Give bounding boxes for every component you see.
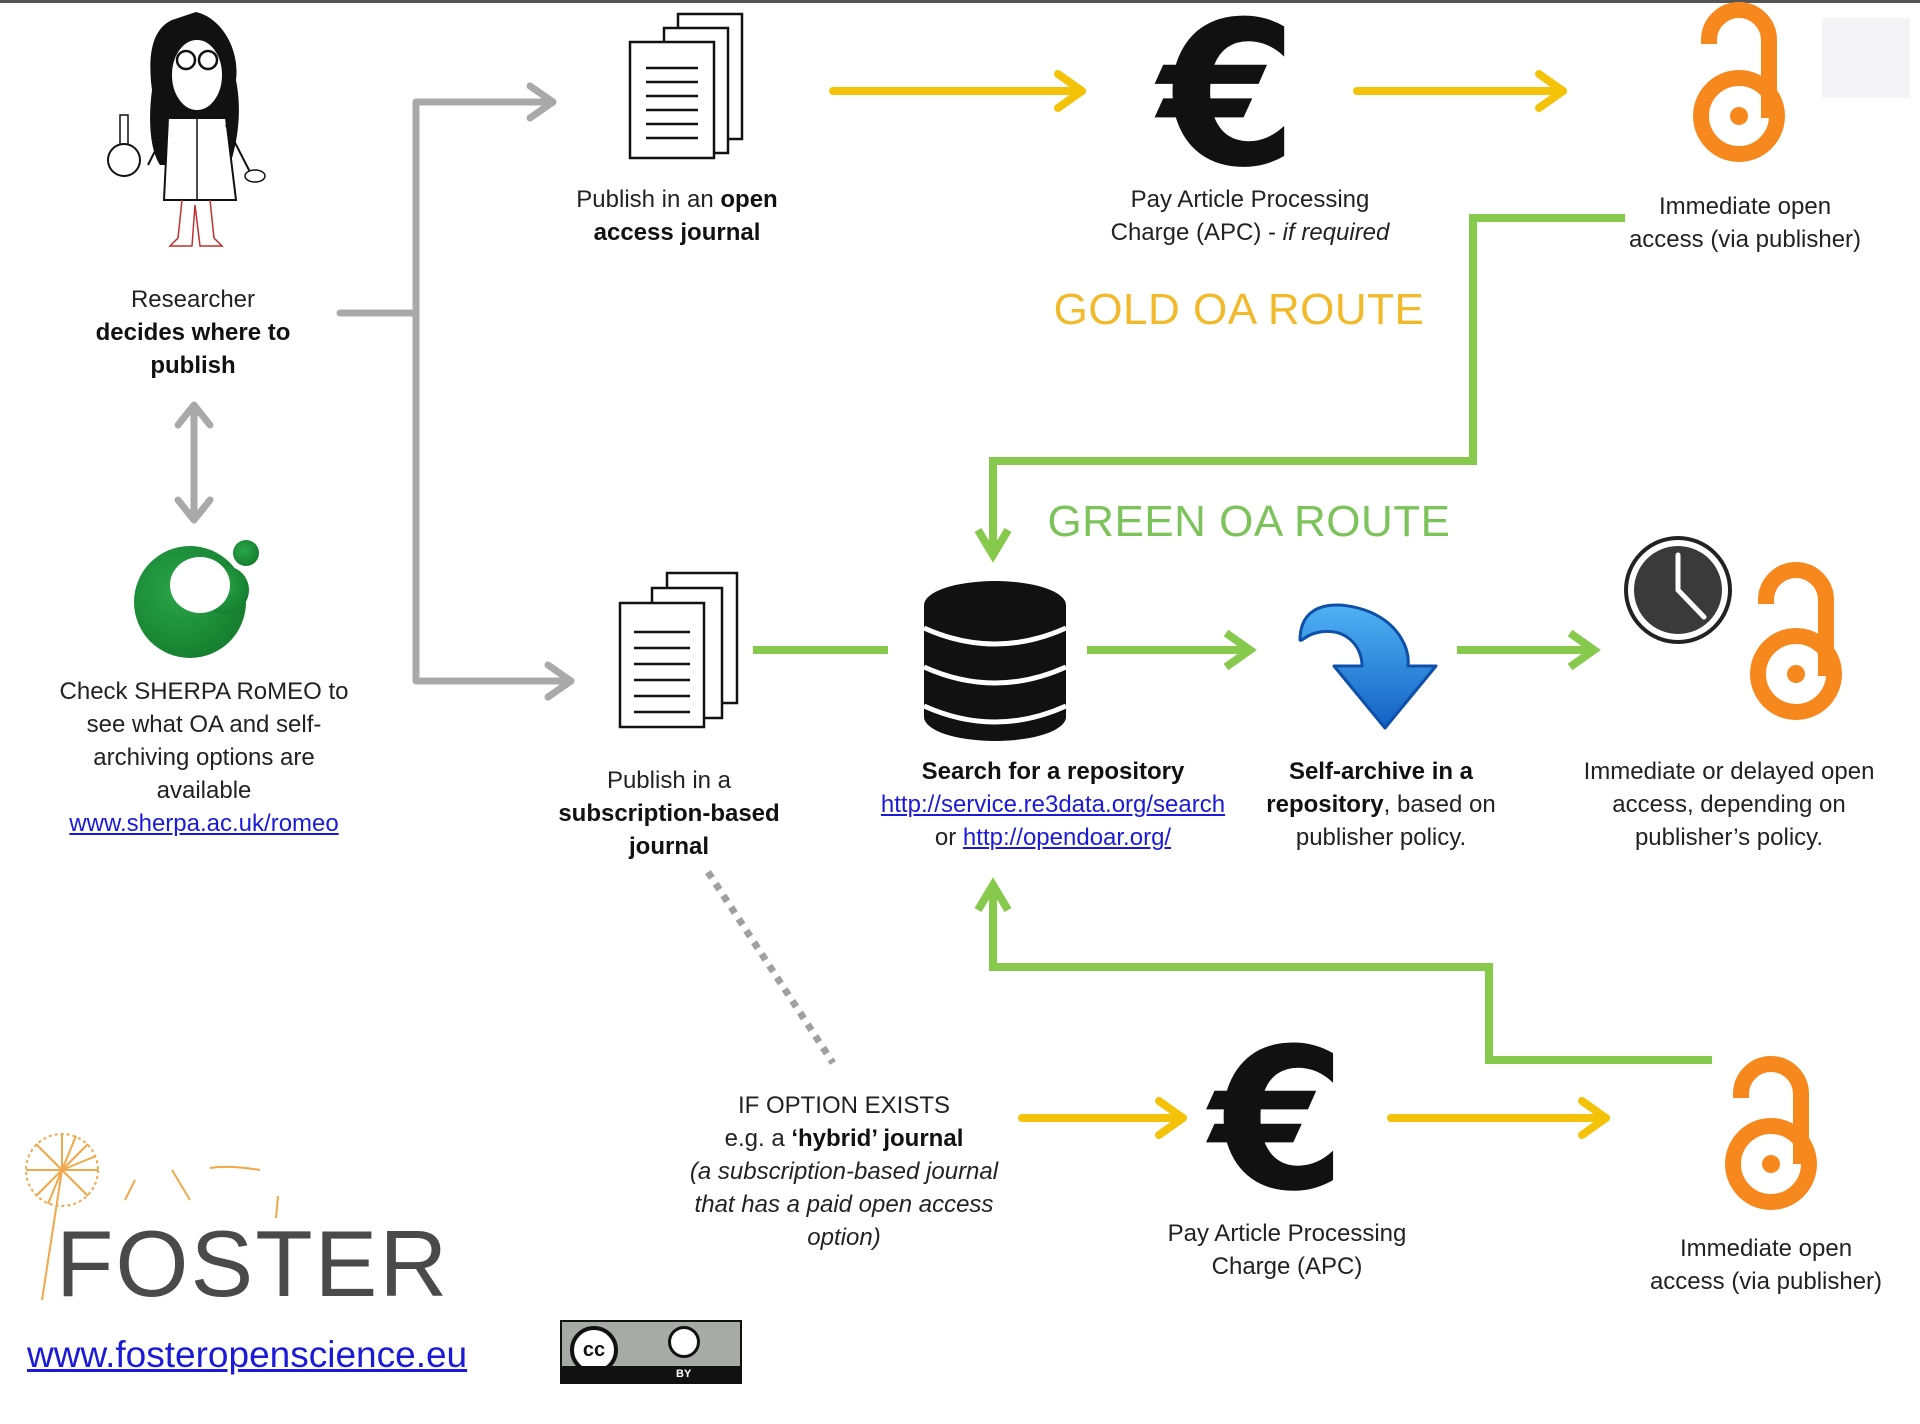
hybrid-line2-plain: e.g. a <box>724 1125 792 1152</box>
repository-or: or <box>934 824 963 851</box>
document-stack-icon-bottom <box>618 571 739 729</box>
green-result-line2: access, depending on <box>1612 791 1846 818</box>
hybrid-line4: that has a paid open access <box>694 1191 994 1218</box>
oa-journal-prefix: Publish in an <box>576 186 721 213</box>
top-border <box>0 0 1920 3</box>
apc-top-if-required: if required <box>1282 219 1390 246</box>
researcher-line1: Researcher <box>130 286 256 313</box>
sherpa-line2: see what OA and self- <box>86 711 322 738</box>
apc-label-bottom: Pay Article Processing Charge (APC) <box>1168 1217 1407 1283</box>
green-result-line1: Immediate or delayed open <box>1583 758 1875 785</box>
sherpa-romeo-logo <box>134 540 259 658</box>
apc-top-line2: Charge (APC) - <box>1110 219 1283 246</box>
gold-result-line1: Immediate open <box>1658 193 1832 220</box>
green-route-title: GREEN OA ROUTE <box>1047 497 1451 546</box>
euro-icon-bottom: € <box>1206 1007 1346 1235</box>
document-stack-icon-top <box>628 12 744 160</box>
curved-down-arrow-icon <box>1298 603 1438 730</box>
sherpa-line3: archiving options are <box>93 744 315 771</box>
gold-arrow <box>829 70 1610 1139</box>
open-access-lock-icon-bottom <box>1725 1056 1817 1210</box>
corner-placeholder-box <box>1822 18 1910 98</box>
foster-dandelion-icon <box>25 1133 279 1301</box>
hybrid-line2-bold: ‘hybrid’ journal <box>791 1125 964 1152</box>
apc-label-top: Pay Article Processing Charge (APC) - if… <box>1111 183 1390 249</box>
license-band <box>562 1366 740 1382</box>
subscription-line3: journal <box>628 833 709 860</box>
self-archive-bold2: repository <box>1266 791 1384 818</box>
dotted-connector <box>705 870 836 1065</box>
self-archive-label: Self-archive in a repository, based on p… <box>1266 755 1495 854</box>
repository-label: Search for a repository http://service.r… <box>881 755 1225 854</box>
apc-top-line1: Pay Article Processing <box>1130 186 1370 213</box>
cc-by-license-badge[interactable]: cc BY <box>560 1320 742 1384</box>
gold-result-label: Immediate open access (via publisher) <box>1629 190 1861 256</box>
sherpa-line1: Check SHERPA RoMEO to <box>59 678 349 705</box>
euro-icon-top: € <box>1154 0 1297 212</box>
repository-title: Search for a repository <box>921 758 1185 785</box>
researcher-line3: publish <box>150 352 236 379</box>
opendoar-link[interactable]: http://opendoar.org/ <box>962 824 1172 851</box>
green-result-label: Immediate or delayed open access, depend… <box>1584 755 1875 854</box>
sherpa-romeo-link[interactable]: www.sherpa.ac.uk/romeo <box>69 810 339 837</box>
self-archive-rest2: , based on <box>1383 791 1496 818</box>
self-archive-line3: publisher policy. <box>1295 824 1467 851</box>
attribution-person-icon <box>668 1326 700 1358</box>
subscription-journal-label: Publish in a subscription-based journal <box>558 764 779 863</box>
open-access-lock-icon-top <box>1693 2 1785 162</box>
subscription-line2: subscription-based <box>558 800 780 827</box>
researcher-figure-icon <box>107 12 266 247</box>
hybrid-line3: (a subscription-based journal <box>689 1158 999 1185</box>
apc-bottom-line1: Pay Article Processing <box>1167 1220 1407 1247</box>
re3data-link[interactable]: http://service.re3data.org/search <box>880 791 1226 818</box>
bidirectional-arrow-icon <box>174 401 214 524</box>
green-result-line3: publisher’s policy. <box>1634 824 1824 851</box>
oa-journal-label: Publish in an open access journal <box>576 183 777 249</box>
open-access-lock-icon-middle <box>1750 562 1842 720</box>
oa-journal-bold2: access journal <box>593 219 761 246</box>
oa-journal-bold1: open <box>720 186 778 213</box>
subscription-line1: Publish in a <box>606 767 732 794</box>
clock-icon <box>1624 536 1732 644</box>
gold-result-line2: access (via publisher) <box>1628 226 1862 253</box>
foster-logo-text: FOSTER <box>56 1211 450 1316</box>
hybrid-line5: option) <box>807 1224 881 1251</box>
green-connector <box>753 214 1712 1064</box>
researcher-label: Researcher decides where to publish <box>96 283 291 382</box>
sherpa-line4: available <box>156 777 252 804</box>
researcher-line2: decides where to <box>95 319 291 346</box>
by-label: BY <box>676 1368 692 1380</box>
self-archive-line1: Self-archive in a <box>1288 758 1474 785</box>
database-icon <box>922 581 1068 741</box>
hybrid-result-label: Immediate open access (via publisher) <box>1650 1232 1882 1298</box>
apc-bottom-line2: Charge (APC) <box>1211 1253 1363 1280</box>
hybrid-result-line2: access (via publisher) <box>1649 1268 1883 1295</box>
hybrid-condition-label: IF OPTION EXISTS e.g. a ‘hybrid’ journal… <box>690 1089 998 1254</box>
gold-route-title: GOLD OA ROUTE <box>1053 285 1425 334</box>
grey-branch-connector <box>336 82 575 701</box>
hybrid-line1: IF OPTION EXISTS <box>737 1092 951 1119</box>
sherpa-description: Check SHERPA RoMEO to see what OA and se… <box>60 675 349 840</box>
hybrid-result-line1: Immediate open <box>1679 1235 1853 1262</box>
foster-website-link[interactable]: www.fosteropenscience.eu <box>27 1334 468 1375</box>
